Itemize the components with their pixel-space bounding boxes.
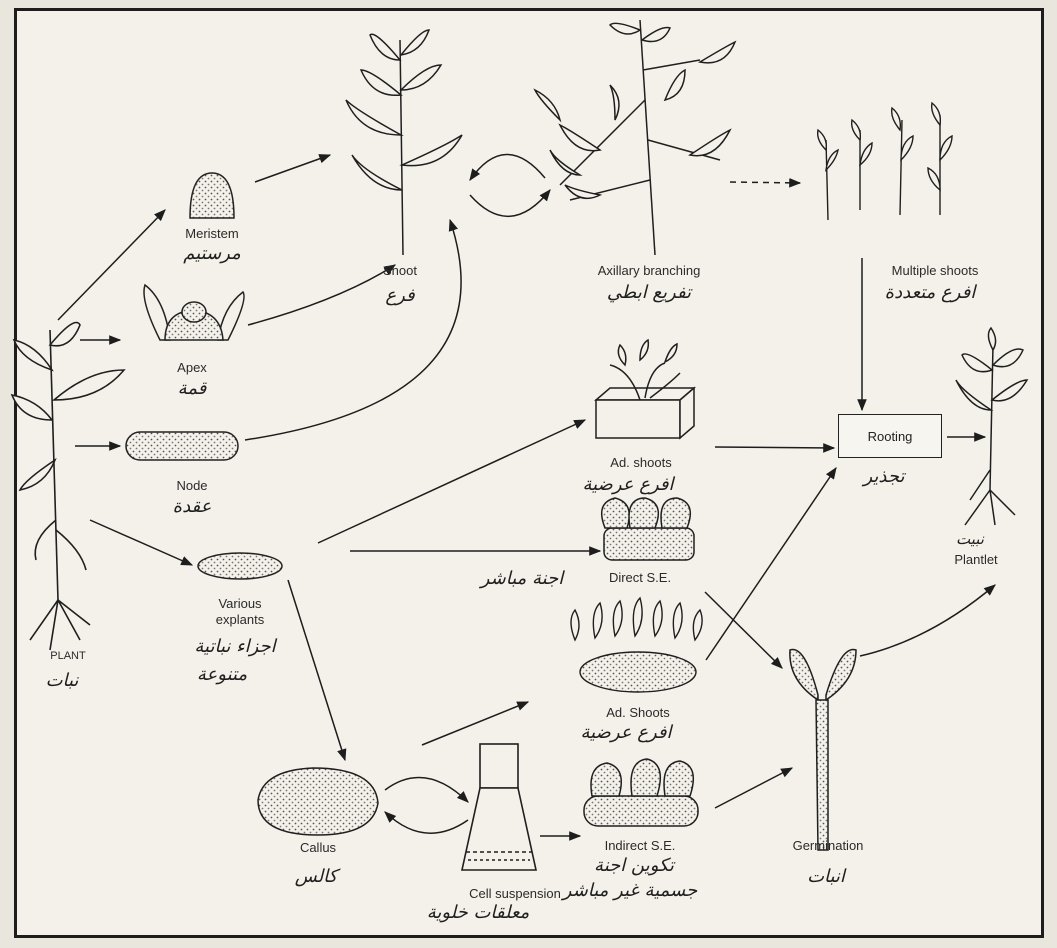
ad-shoots-callus — [571, 598, 702, 692]
arrow-axillary-shoot — [470, 154, 545, 180]
ad-shoots-label-ar-1: افرع عرضية — [582, 474, 673, 495]
arrow-apex-shoot — [248, 265, 395, 325]
multiple-label-ar: افرع متعددة — [885, 282, 976, 303]
arrow-explant-adshoot — [318, 420, 585, 543]
arrow-adshoot-rooting — [715, 447, 834, 448]
plant-label: PLANT — [50, 650, 85, 662]
arrow-axillary-multiple — [730, 182, 800, 183]
shoot-label-ar: فرع — [385, 285, 414, 306]
indirect-se-label-ar-1: تكوين اجنة — [594, 855, 674, 876]
arrow-node-shoot — [245, 220, 461, 440]
germination-label: Germination — [793, 838, 864, 853]
explant-shape — [198, 553, 282, 579]
cell-suspension-label: Cell suspension — [469, 886, 561, 901]
various-label-ar-1: اجزاء نباتية — [194, 636, 275, 657]
apex-label-ar: قمة — [178, 378, 207, 399]
axillary-illustration — [535, 20, 735, 255]
arrow-callus-flask — [385, 778, 468, 803]
axillary-label-ar: تفريع ابطي — [607, 282, 691, 303]
ad-shoots-block — [596, 340, 694, 438]
germination-label-ar: انبات — [807, 866, 845, 887]
ad-shoots-label-1: Ad. shoots — [610, 455, 671, 470]
meristem-label-ar: مرستيم — [183, 243, 241, 264]
callus-shape — [258, 768, 378, 835]
various-label-2: explants — [216, 612, 264, 627]
plant-illustration — [12, 323, 124, 651]
meristem-label: Meristem — [185, 226, 238, 241]
germination-shape — [790, 650, 856, 850]
plantlet-label: Plantlet — [954, 552, 997, 567]
arrow-germination-plantlet — [860, 585, 995, 656]
indirect-se-label-ar-2: جسمية غير مباشر — [563, 880, 697, 901]
indirect-se-label: Indirect S.E. — [605, 838, 676, 853]
arrow-explant-callus — [288, 580, 345, 760]
rooting-label-ar: تجذير — [863, 466, 904, 487]
callus-label: Callus — [300, 840, 336, 855]
node-label-ar: عقدة — [173, 496, 212, 517]
direct-se-label-ar: اجنة مباشر — [481, 568, 564, 589]
node-label: Node — [176, 478, 207, 493]
indirect-se-shape — [584, 759, 698, 826]
various-label-1: Various — [218, 596, 261, 611]
shoot-label: Shoot — [383, 263, 417, 278]
ad-shoots-label-ar-2: افرع عرضية — [580, 722, 671, 743]
plant-label-ar: نبات — [46, 670, 79, 691]
cell-suspension-label-ar: معلقات خلوية — [427, 902, 530, 923]
various-label-ar-2: متنوعة — [197, 664, 247, 685]
meristem-shape — [190, 173, 234, 218]
direct-se-shape — [602, 498, 694, 560]
arrow-plant-explant — [90, 520, 192, 565]
arrow-indirect-germination — [715, 768, 792, 808]
multiple-shoots-illustration — [818, 103, 952, 220]
arrow-shoot-axillary — [470, 190, 550, 216]
callus-label-ar: كالس — [295, 866, 338, 887]
flask-shape — [462, 744, 536, 870]
arrow-meristem-shoot — [255, 155, 330, 182]
shoot-illustration — [346, 30, 462, 255]
plantlet-illustration — [956, 328, 1027, 525]
axillary-label: Axillary branching — [598, 263, 701, 278]
plantlet-label-ar: نبيت — [956, 530, 984, 548]
apex-shape — [144, 285, 244, 340]
multiple-label: Multiple shoots — [892, 263, 979, 278]
ad-shoots-label-2: Ad. Shoots — [606, 705, 670, 720]
rooting-label: Rooting — [868, 429, 913, 444]
arrow-flask-callus — [385, 812, 468, 833]
direct-se-label: Direct S.E. — [609, 570, 671, 585]
arrow-callus-adshoots2 — [422, 702, 528, 745]
rooting-box: Rooting — [838, 414, 942, 458]
arrow-adshoots2-rooting — [706, 468, 836, 660]
apex-label: Apex — [177, 360, 207, 375]
node-shape — [126, 432, 238, 460]
